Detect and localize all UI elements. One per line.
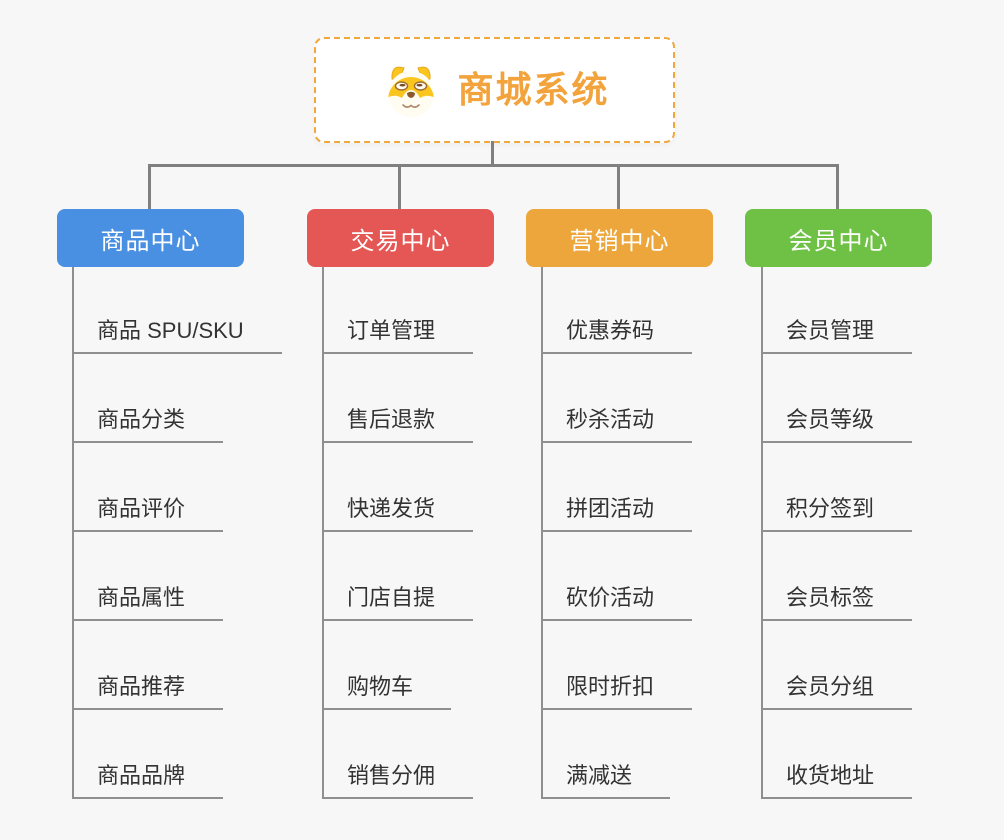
branch-bus-line — [148, 164, 839, 167]
leaf-node[interactable]: 秒杀活动 — [541, 354, 693, 443]
leaf-node[interactable]: 积分签到 — [761, 443, 913, 532]
leaf-label: 满减送 — [541, 758, 671, 799]
leaf-node[interactable]: 商品分类 — [72, 354, 282, 443]
branch-items-products: 商品 SPU/SKU 商品分类 商品评价 商品属性 商品推荐 商品品牌 — [72, 265, 282, 799]
leaf-node[interactable]: 商品品牌 — [72, 710, 282, 799]
leaf-node[interactable]: 拼团活动 — [541, 443, 693, 532]
leaf-label: 限时折扣 — [541, 669, 693, 710]
shiba-dog-icon — [388, 66, 435, 117]
leaf-node[interactable]: 会员管理 — [761, 265, 913, 354]
leaf-label: 会员等级 — [761, 402, 913, 443]
root-connector-line — [491, 141, 494, 167]
branch-drop-line — [617, 164, 620, 210]
leaf-node[interactable]: 会员等级 — [761, 354, 913, 443]
leaf-label: 秒杀活动 — [541, 402, 693, 443]
branch-spine-line — [72, 267, 74, 799]
branch-node-members[interactable]: 会员中心 — [745, 209, 932, 267]
leaf-label: 积分签到 — [761, 491, 913, 532]
leaf-label: 门店自提 — [322, 580, 474, 621]
branch-node-marketing[interactable]: 营销中心 — [526, 209, 713, 267]
leaf-label: 售后退款 — [322, 402, 474, 443]
leaf-label: 商品分类 — [72, 402, 224, 443]
leaf-label: 商品推荐 — [72, 669, 224, 710]
leaf-label: 优惠券码 — [541, 313, 693, 354]
leaf-label: 商品属性 — [72, 580, 224, 621]
leaf-node[interactable]: 商品 SPU/SKU — [72, 265, 282, 354]
leaf-label: 快递发货 — [322, 491, 474, 532]
leaf-label: 拼团活动 — [541, 491, 693, 532]
leaf-label: 会员管理 — [761, 313, 913, 354]
branch-items-marketing: 优惠券码 秒杀活动 拼团活动 砍价活动 限时折扣 满减送 — [541, 265, 693, 799]
leaf-node[interactable]: 商品评价 — [72, 443, 282, 532]
leaf-node[interactable]: 限时折扣 — [541, 621, 693, 710]
branch-node-trade[interactable]: 交易中心 — [307, 209, 494, 267]
leaf-node[interactable]: 快递发货 — [322, 443, 474, 532]
leaf-label: 商品 SPU/SKU — [72, 313, 282, 354]
branch-node-products[interactable]: 商品中心 — [57, 209, 244, 267]
leaf-node[interactable]: 收货地址 — [761, 710, 913, 799]
leaf-node[interactable]: 门店自提 — [322, 532, 474, 621]
leaf-label: 销售分佣 — [322, 758, 474, 799]
leaf-node[interactable]: 满减送 — [541, 710, 692, 799]
leaf-node[interactable]: 商品推荐 — [72, 621, 282, 710]
leaf-label: 购物车 — [322, 669, 452, 710]
leaf-label: 会员标签 — [761, 580, 913, 621]
leaf-node[interactable]: 商品属性 — [72, 532, 282, 621]
leaf-label: 商品品牌 — [72, 758, 224, 799]
leaf-label: 砍价活动 — [541, 580, 693, 621]
branch-spine-line — [541, 267, 543, 799]
leaf-node[interactable]: 会员分组 — [761, 621, 913, 710]
leaf-label: 商品评价 — [72, 491, 224, 532]
leaf-node[interactable]: 销售分佣 — [322, 710, 474, 799]
branch-spine-line — [761, 267, 763, 799]
leaf-node[interactable]: 优惠券码 — [541, 265, 693, 354]
branch-items-members: 会员管理 会员等级 积分签到 会员标签 会员分组 收货地址 — [761, 265, 913, 799]
branch-drop-line — [148, 164, 151, 210]
leaf-label: 订单管理 — [322, 313, 474, 354]
branch-drop-line — [398, 164, 401, 210]
branch-drop-line — [836, 164, 839, 210]
leaf-node[interactable]: 砍价活动 — [541, 532, 693, 621]
root-title: 商城系统 — [457, 69, 610, 110]
leaf-label: 会员分组 — [761, 669, 913, 710]
leaf-node[interactable]: 订单管理 — [322, 265, 474, 354]
branch-items-trade: 订单管理 售后退款 快递发货 门店自提 购物车 销售分佣 — [322, 265, 474, 799]
leaf-label: 收货地址 — [761, 758, 913, 799]
leaf-node[interactable]: 会员标签 — [761, 532, 913, 621]
branch-spine-line — [322, 267, 324, 799]
leaf-node[interactable]: 售后退款 — [322, 354, 474, 443]
leaf-node[interactable]: 购物车 — [322, 621, 473, 710]
root-node[interactable]: 商城系统 — [314, 37, 675, 143]
